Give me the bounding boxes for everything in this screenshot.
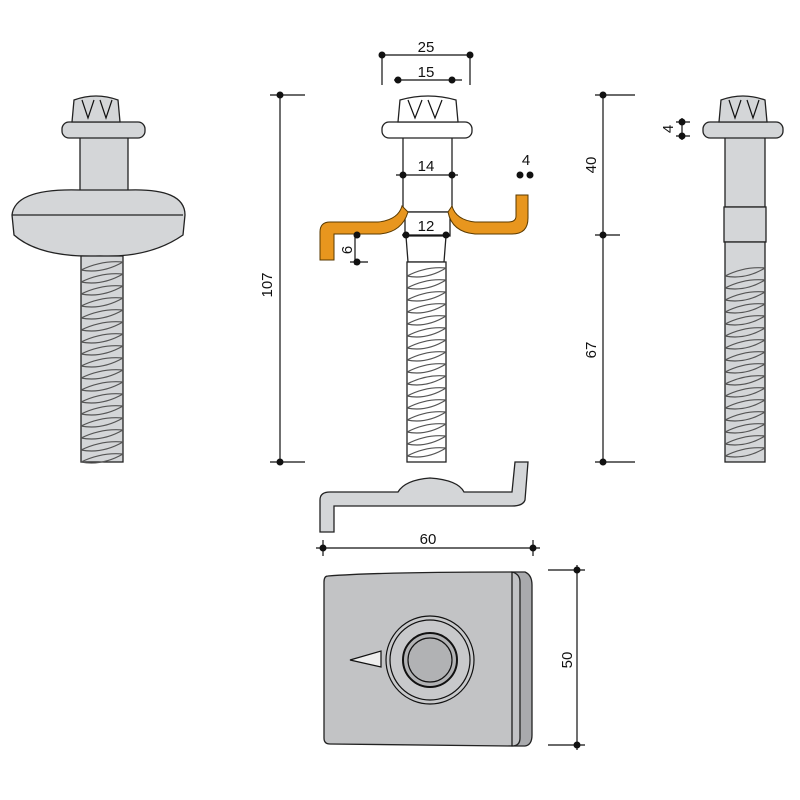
dimension-endpoint — [466, 51, 474, 59]
dimension-endpoint — [319, 544, 327, 552]
thread-line — [724, 435, 766, 446]
thread-line — [80, 297, 124, 308]
dimension-endpoint — [353, 258, 361, 266]
thread-line — [80, 261, 124, 272]
dim-head-outer: 25 — [418, 39, 435, 56]
dim-plate-width: 60 — [420, 531, 437, 548]
dimension-endpoint — [573, 741, 581, 749]
thread-line — [80, 285, 124, 296]
thread-line — [724, 387, 766, 398]
dimension-endpoint — [394, 76, 402, 84]
dim-shank-lower: 12 — [418, 218, 435, 235]
dimension-endpoint — [402, 231, 410, 239]
thread-line — [724, 399, 766, 410]
dimension-endpoint — [516, 171, 524, 179]
bracket-section — [319, 194, 529, 261]
thread-line — [406, 423, 447, 434]
thread-line — [406, 351, 447, 362]
dimension-endpoint — [442, 231, 450, 239]
dimension-endpoint — [526, 171, 534, 179]
thread-line — [406, 387, 447, 398]
thread-line — [80, 405, 124, 416]
thread-line — [724, 315, 766, 326]
dimension-endpoint — [448, 171, 456, 179]
thread-line — [724, 363, 766, 374]
dimension-endpoint — [399, 171, 407, 179]
thread-line — [406, 411, 447, 422]
dimension-lines — [270, 51, 690, 750]
thread-line — [80, 429, 124, 440]
thread-line — [406, 375, 447, 386]
dim-plate-height: 50 — [559, 652, 576, 669]
dim-upper-length: 40 — [583, 157, 600, 174]
dimension-endpoint — [678, 118, 686, 126]
dimension-endpoint — [529, 544, 537, 552]
dim-head-inner: 15 — [418, 64, 435, 81]
thread-line — [406, 303, 447, 314]
dimension-endpoint — [599, 458, 607, 466]
bolt-side-view — [702, 95, 784, 463]
dimension-endpoint — [276, 458, 284, 466]
thread-line — [724, 327, 766, 338]
thread-line — [406, 291, 447, 302]
thread-line — [80, 273, 124, 284]
thread-line — [406, 315, 447, 326]
dim-thread-length: 67 — [583, 342, 600, 359]
thread-line — [80, 333, 124, 344]
dimension-endpoint — [573, 566, 581, 574]
dim-shank-upper: 14 — [418, 158, 435, 175]
thread-line — [724, 375, 766, 386]
bolt-with-washer-view — [11, 95, 186, 464]
thread-line — [80, 321, 124, 332]
thread-line — [724, 351, 766, 362]
thread-line — [724, 291, 766, 302]
bolt-with-bracket-view — [319, 95, 529, 463]
thread-line — [80, 417, 124, 428]
thread-line — [406, 435, 447, 446]
dimension-endpoint — [353, 231, 361, 239]
dimension-endpoint — [448, 76, 456, 84]
thread-line — [724, 303, 766, 314]
thread-line — [80, 453, 124, 464]
dim-bracket-thickness: 4 — [522, 152, 530, 169]
dim-flange-thickness: 4 — [660, 125, 677, 133]
thread-line — [724, 267, 766, 278]
thread-line — [724, 411, 766, 422]
thread-line — [406, 447, 447, 458]
thread-line — [406, 327, 447, 338]
thread-line — [724, 339, 766, 350]
thread-line — [724, 423, 766, 434]
thread-line — [406, 279, 447, 290]
dimension-endpoint — [378, 51, 386, 59]
thread-line — [406, 339, 447, 350]
thread-line — [80, 369, 124, 380]
thread-line — [80, 309, 124, 320]
thread-line — [80, 441, 124, 452]
clip-plate-top-view — [323, 571, 533, 747]
thread-line — [406, 399, 447, 410]
dimension-endpoint — [678, 132, 686, 140]
thread-line — [80, 393, 124, 404]
bracket-profile — [319, 461, 529, 533]
dimension-endpoint — [599, 231, 607, 239]
dim-total-length: 107 — [259, 272, 276, 297]
thread-line — [80, 357, 124, 368]
thread-line — [80, 345, 124, 356]
thread-line — [724, 447, 766, 458]
thread-line — [724, 279, 766, 290]
dimension-endpoint — [599, 91, 607, 99]
thread-line — [406, 267, 447, 278]
dim-bracket-offset: 6 — [339, 246, 356, 254]
thread-line — [80, 381, 124, 392]
dimension-endpoint — [276, 91, 284, 99]
thread-line — [406, 363, 447, 374]
